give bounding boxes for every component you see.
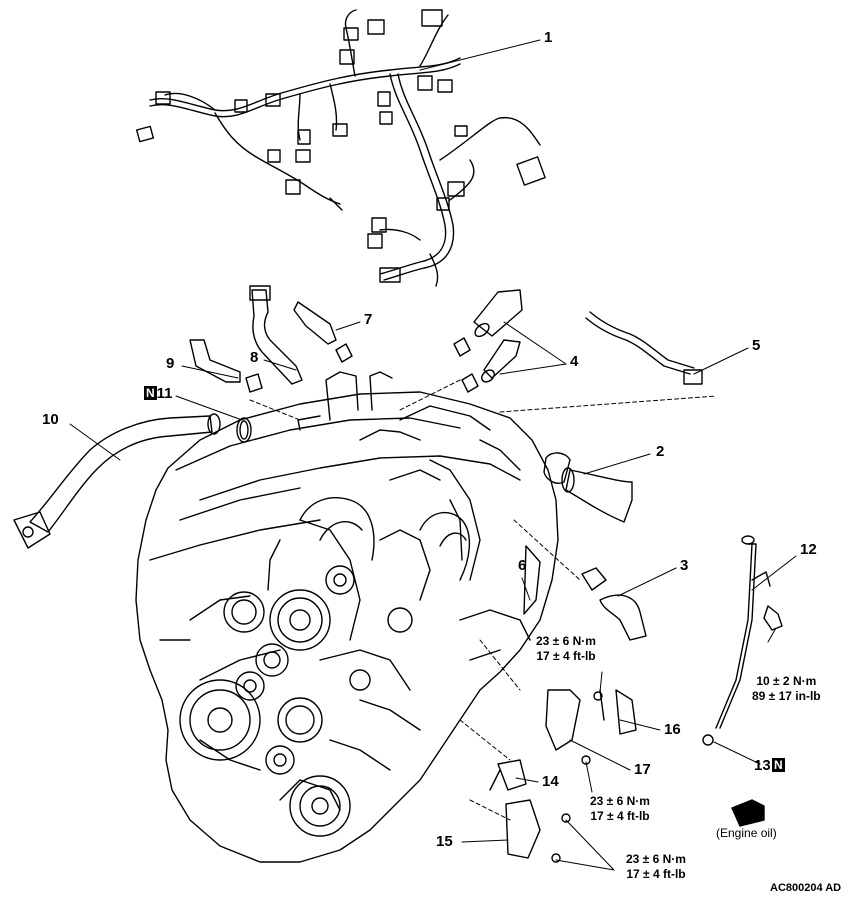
callout-1: 1 bbox=[544, 29, 553, 46]
hoses-4 bbox=[453, 289, 523, 393]
engine-oil-note: (Engine oil) bbox=[716, 826, 777, 840]
hose-9 bbox=[189, 339, 263, 393]
callout-3: 3 bbox=[680, 557, 689, 574]
callout-17: 17 bbox=[634, 761, 651, 778]
new-part-mark: N bbox=[144, 386, 157, 400]
torque-spec-dipstick-bolt: 10 ± 2 N·m 89 ± 17 in-lb bbox=[752, 674, 821, 703]
hose-7 bbox=[293, 301, 353, 363]
oil-can-icon bbox=[731, 799, 765, 827]
hose-5 bbox=[585, 311, 703, 385]
callout-15: 15 bbox=[436, 833, 453, 850]
callout-14: 14 bbox=[542, 773, 559, 790]
hose-8 bbox=[249, 285, 303, 385]
hose-10 bbox=[13, 413, 221, 549]
callout-2: 2 bbox=[656, 443, 665, 460]
callout-9: 9 bbox=[166, 355, 175, 372]
engine-assembly bbox=[135, 371, 559, 863]
callout-16: 16 bbox=[664, 721, 681, 738]
wiring-harness bbox=[135, 9, 546, 287]
gasket-11 bbox=[236, 417, 252, 443]
callout-13: 13 N bbox=[754, 757, 785, 774]
callout-4: 4 bbox=[570, 353, 579, 370]
oil-level-gauge bbox=[702, 535, 783, 746]
callout-6: 6 bbox=[518, 557, 527, 574]
torque-spec-bracket-upper: 23 ± 6 N·m 17 ± 4 ft-lb bbox=[536, 634, 596, 663]
callout-7: 7 bbox=[364, 311, 373, 328]
brackets bbox=[489, 545, 637, 863]
callout-10: 10 bbox=[42, 411, 59, 428]
callout-8: 8 bbox=[250, 349, 259, 366]
torque-spec-bracket-lower: 23 ± 6 N·m 17 ± 4 ft-lb bbox=[626, 852, 686, 881]
callout-leaders bbox=[69, 39, 797, 871]
hose-3 bbox=[581, 567, 647, 641]
new-part-mark: N bbox=[771, 758, 785, 772]
callout-12: 12 bbox=[800, 541, 817, 558]
torque-spec-bracket-mid: 23 ± 6 N·m 17 ± 4 ft-lb bbox=[590, 794, 650, 823]
hose-2 bbox=[543, 452, 633, 523]
callout-5: 5 bbox=[752, 337, 761, 354]
document-id: AC800204 AD bbox=[770, 882, 842, 894]
